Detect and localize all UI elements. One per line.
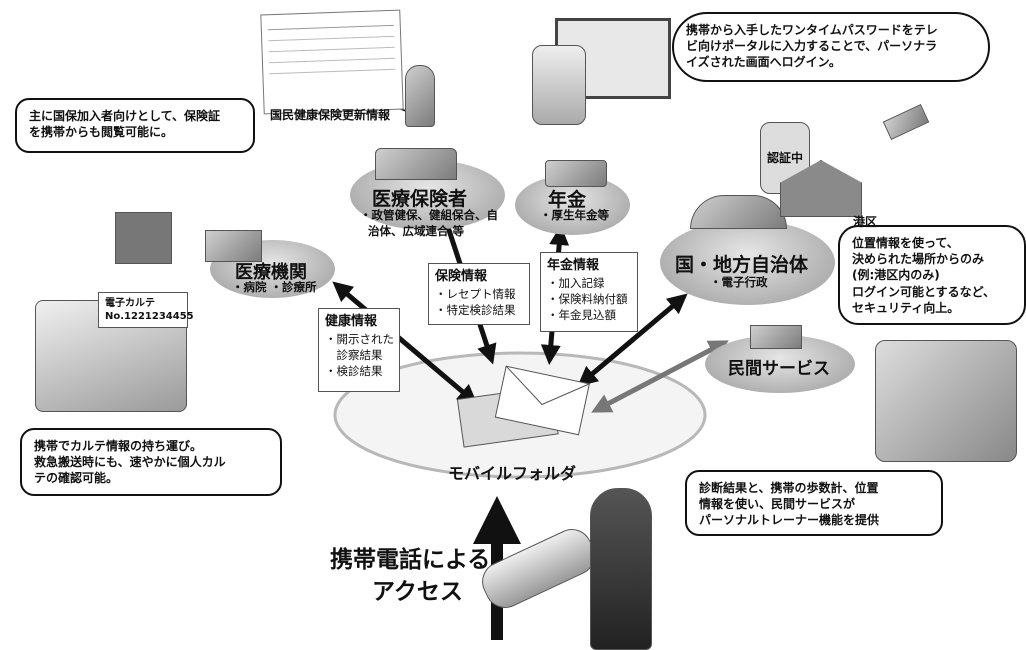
insurance-document	[260, 9, 404, 115]
government-title: 国・地方自治体	[675, 254, 809, 276]
insurer-title: 医療保険者	[372, 188, 468, 210]
pension-sub: ・厚生年金等	[540, 208, 609, 222]
mobile-folder-envelopes	[456, 365, 590, 448]
pension-info-item: ・加入記録	[547, 276, 605, 291]
health-info-item: ・開示された	[325, 332, 394, 347]
callout-line: パーソナルトレーナー機能を提供	[699, 513, 880, 528]
callout-line: 主に国保加入者向けとして、保険証	[29, 109, 221, 123]
area-label: 港区	[853, 215, 878, 229]
pension-building-image	[545, 160, 607, 187]
government-sub: ・電子行政	[710, 275, 768, 289]
insurance-info-item: ・特定検診結果	[435, 303, 516, 318]
people-walking-image	[875, 340, 1017, 462]
government-ellipse	[660, 220, 835, 305]
callout-line: 診断結果と、携帯の歩数計、位置	[699, 481, 879, 495]
arrow-folder-medical	[332, 281, 478, 405]
callout-line: ビ向けポータルに入力することで、パーソナラ	[686, 39, 938, 54]
insurance-info-box: 保険情報 ・レセプト情報 ・特定検診結果	[428, 263, 530, 325]
insurance-info-title: 保険情報	[435, 269, 488, 284]
callout-line: ログイン可能とするなど、	[852, 284, 996, 299]
health-info-item: 診察結果	[325, 348, 383, 363]
callout-karte: 携帯でカルテ情報の持ち運び。 救急搬送時にも、速やかに個人カル テの確認可能。	[20, 428, 282, 496]
tv-phone-image	[532, 45, 586, 125]
karte-card-title: 電子カルテ	[105, 298, 155, 309]
callout-line: 携帯でカルテ情報の持ち運び。	[34, 439, 203, 453]
karte-card-number: No.1221234455	[105, 311, 194, 322]
medical-sub: ・病院 ・診療所	[232, 280, 317, 294]
arrow-folder-private	[591, 340, 729, 413]
insurance-info-item: ・レセプト情報	[435, 287, 516, 302]
private-title: 民間サービス	[728, 359, 830, 379]
callout-line: テの確認可能。	[34, 471, 119, 486]
insurer-sub-line-1: ・政管健保、健組保合、自	[360, 208, 498, 222]
government-building-image	[690, 195, 787, 229]
pension-info-title: 年金情報	[547, 258, 600, 273]
pension-title: 年金	[548, 189, 587, 211]
access-label-line-1: 携帯電話による	[330, 547, 491, 573]
callout-tv-portal: 携帯から入手したワンタイムパスワードをテレ ビ向けポータルに入力することで、パー…	[672, 12, 990, 82]
health-info-title: 健康情報	[325, 314, 378, 329]
private-building-image	[750, 325, 802, 349]
insurer-building-image	[375, 148, 457, 180]
health-info-box: 健康情報 ・開示された 診察結果 ・検診結果	[318, 308, 400, 392]
callout-line: イズされた画面へログイン。	[686, 55, 841, 70]
health-info-item: ・検診結果	[325, 364, 383, 379]
callout-line: 情報を使い、民間サービスが	[699, 497, 856, 512]
medical-building-image	[205, 230, 262, 262]
callout-insurance-card: 主に国保加入者向けとして、保険証 を携帯からも閲覧可能に。	[15, 98, 255, 153]
mobile-folder-label: モバイルフォルダ	[448, 464, 577, 483]
callout-line: 決められた場所からのみ	[852, 252, 985, 267]
callout-location: 位置情報を使って、 決められた場所からのみ (例:港区内のみ) ログイン可能とす…	[838, 225, 1026, 325]
callout-trainer: 診断結果と、携帯の歩数計、位置 情報を使い、民間サービスが パーソナルトレーナー…	[685, 470, 943, 536]
insurance-document-title: 国民健康保険更新情報	[270, 108, 391, 122]
pension-info-item: ・保険料納付額	[547, 292, 628, 307]
callout-line: セキュリティ向上。	[852, 300, 960, 315]
callout-line: (例:港区内のみ)	[852, 268, 940, 283]
pension-info-box: 年金情報 ・加入記録 ・保険料納付額 ・年金見込額	[540, 252, 638, 332]
callout-line: 携帯から入手したワンタイムパスワードをテレ	[686, 23, 938, 37]
auth-label: 認証中	[767, 151, 804, 165]
medical-title: 医療機関	[235, 262, 307, 283]
man-standing-image	[590, 488, 652, 650]
access-label-line-2: アクセス	[372, 579, 463, 605]
insurer-sub-line-2: 治体、広域連合 等	[368, 224, 465, 238]
person-reading-image	[405, 65, 435, 127]
computer-monitor-image	[115, 212, 172, 264]
callout-line: を携帯からも閲覧可能に。	[29, 125, 174, 140]
karte-card: 電子カルテ No.1221234455	[98, 292, 194, 328]
callout-line: 位置情報を使って、	[852, 236, 959, 250]
pension-info-item: ・年金見込額	[547, 308, 616, 323]
callout-line: 救急搬送時にも、速やかに個人カル	[34, 455, 226, 470]
